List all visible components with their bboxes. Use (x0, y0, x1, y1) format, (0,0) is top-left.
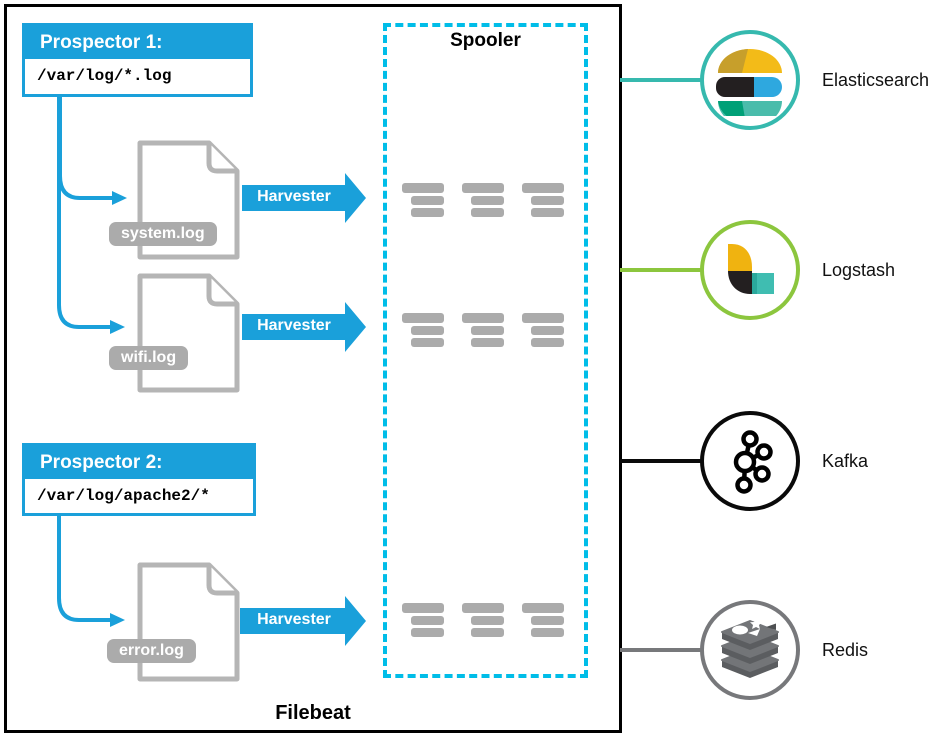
redis-label: Redis (822, 640, 869, 660)
event-group-icon (522, 183, 564, 217)
prospector-2-path: /var/log/apache2/* (37, 487, 210, 505)
logstash-logo-icon (728, 244, 774, 294)
prospector-2-box: Prospector 2: /var/log/apache2/* (22, 443, 256, 516)
log-file-document-icon (135, 561, 242, 688)
event-group-icon (402, 313, 444, 347)
file-chip-systemlog: system.log (109, 222, 217, 246)
logstash-label: Logstash (822, 260, 896, 280)
spooler-title: Spooler (450, 30, 521, 51)
file-chip-errorlog: error.log (107, 639, 196, 663)
prospector-1-box: Prospector 1: /var/log/*.log (22, 23, 253, 97)
kafka-output-node (700, 411, 800, 511)
filebeat-title: Filebeat (275, 702, 351, 724)
log-file-document-icon (135, 139, 242, 266)
event-group-icon (462, 313, 504, 347)
kafka-label: Kafka (822, 451, 869, 471)
spooler-event-row (402, 313, 564, 347)
harvester-label: Harvester (257, 611, 331, 628)
elasticsearch-logo-icon (716, 49, 782, 116)
redis-logo-icon (721, 618, 779, 678)
spooler-event-row (402, 183, 564, 217)
logstash-output-node (700, 220, 800, 320)
harvester-label: Harvester (257, 188, 331, 205)
event-group-icon (402, 183, 444, 217)
event-group-icon (462, 183, 504, 217)
prospector-1-path: /var/log/*.log (37, 67, 172, 85)
redis-output-node (700, 600, 800, 700)
event-group-icon (522, 313, 564, 347)
log-file-document-icon (135, 272, 242, 399)
prospector-2-title: Prospector 2: (25, 446, 253, 479)
event-group-icon (462, 603, 504, 637)
elasticsearch-output-node (700, 30, 800, 130)
file-chip-wifilog: wifi.log (109, 346, 189, 370)
harvester-label: Harvester (257, 317, 331, 334)
kafka-logo-icon (733, 430, 773, 494)
spooler-event-row (402, 603, 564, 637)
event-group-icon (402, 603, 444, 637)
event-group-icon (522, 603, 564, 637)
prospector-1-title: Prospector 1: (25, 26, 250, 59)
spooler-box (383, 23, 588, 678)
elasticsearch-label: Elasticsearch (822, 70, 930, 90)
